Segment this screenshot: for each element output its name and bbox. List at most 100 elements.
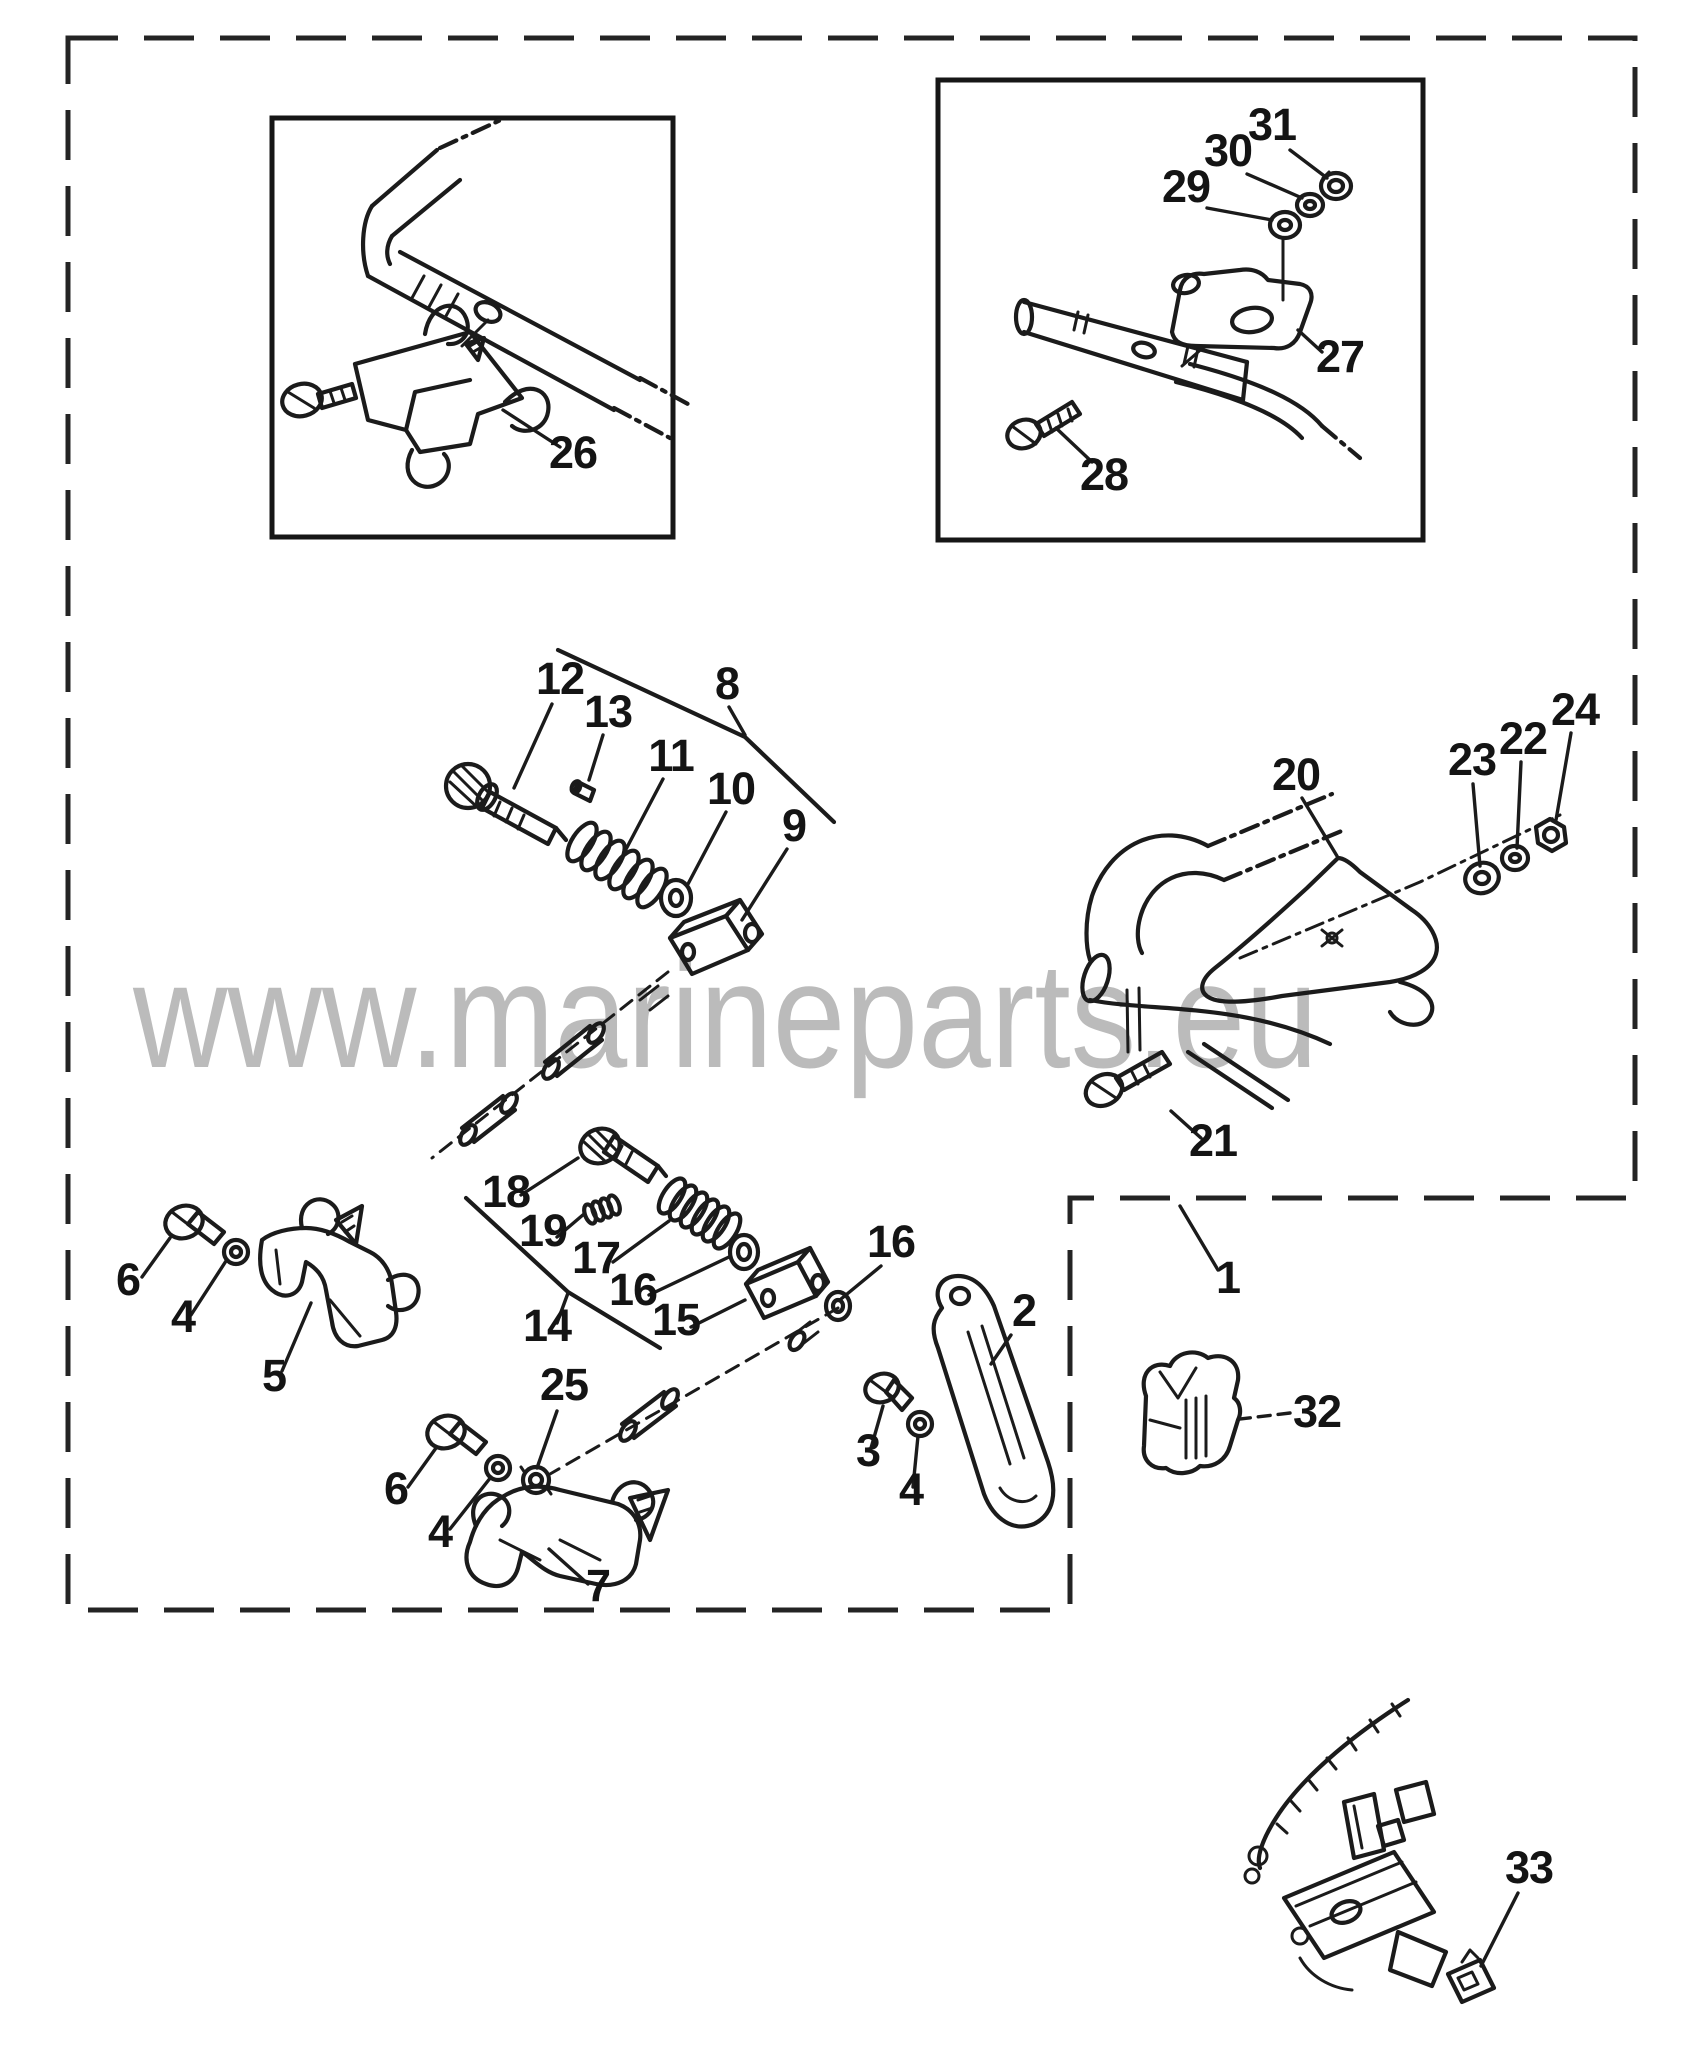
leader-6a [140, 1236, 172, 1279]
upper-linkage-group [430, 647, 837, 1160]
clamp-32-drawing [1141, 1350, 1243, 1476]
leader-8 [727, 705, 747, 737]
part-label-23: 23 [1448, 734, 1496, 785]
remote-control-assembly [1243, 1697, 1497, 2005]
bracket-7-drawing [464, 1480, 671, 1589]
leader-28 [1054, 426, 1094, 464]
leader-32 [1230, 1411, 1292, 1422]
bracket-27-drawing [1169, 238, 1314, 368]
left-bracket-group [163, 1197, 671, 1589]
tube-drawing-main [1080, 791, 1347, 1111]
leader-16b [839, 1264, 883, 1301]
clamp-26-drawing [280, 303, 551, 489]
leader-lines [140, 148, 1573, 1968]
swivel-bar-drawing [1013, 297, 1363, 461]
washer-4c-drawing [905, 1409, 935, 1439]
bracket-line-8 [555, 647, 837, 825]
leader-6b [406, 1446, 438, 1489]
inset-frame-2 [935, 77, 1426, 543]
bracket-5-drawing [258, 1197, 421, 1349]
leader-21 [1169, 1109, 1203, 1140]
part-label-10: 10 [707, 763, 755, 814]
part-label-21: 21 [1189, 1115, 1237, 1166]
leader-3 [869, 1404, 885, 1450]
part-label-3: 3 [856, 1425, 880, 1476]
part-label-20: 20 [1272, 749, 1320, 800]
bolt-6b-drawing [425, 1413, 489, 1457]
part-label-18: 18 [482, 1166, 530, 1217]
inset-box-bracket-27 [935, 77, 1426, 543]
part-label-16-b: 16 [867, 1216, 915, 1267]
part-label-25: 25 [540, 1359, 588, 1410]
spring-19-drawing [582, 1193, 622, 1226]
part-label-27: 27 [1316, 331, 1364, 382]
washer-10-drawing [658, 877, 694, 919]
leader-25 [535, 1409, 559, 1470]
part-label-6-b: 6 [384, 1463, 408, 1514]
leader-9 [740, 847, 789, 922]
part-label-9: 9 [782, 800, 806, 851]
spring-11-drawing [565, 820, 669, 910]
dashed-assembly-boundary [65, 35, 1638, 1613]
part-label-4-a: 4 [171, 1291, 196, 1342]
part-label-8: 8 [715, 658, 739, 709]
leader-15 [689, 1298, 747, 1329]
leader-18 [519, 1156, 580, 1197]
part-label-30: 30 [1204, 125, 1252, 176]
part-label-4-c: 4 [899, 1464, 924, 1515]
part-label-32: 32 [1293, 1386, 1341, 1437]
leader-16a [647, 1255, 731, 1297]
leader-22 [1515, 760, 1523, 850]
leader-4a [189, 1259, 228, 1317]
part-label-6-a: 6 [116, 1254, 140, 1305]
leader-12 [512, 702, 554, 790]
leader-26 [501, 408, 562, 449]
bolt-12-drawing [443, 761, 569, 847]
leader-17 [611, 1219, 671, 1264]
leader-19 [555, 1212, 586, 1239]
lower-link-rod-drawing [548, 1306, 840, 1476]
leader-23 [1471, 782, 1482, 868]
part-label-28: 28 [1080, 449, 1128, 500]
leader-14 [555, 1291, 570, 1325]
lower-linkage-group [463, 1126, 853, 1476]
leader-5 [280, 1301, 313, 1373]
part-label-13: 13 [584, 686, 632, 737]
bolt-28-drawing [1005, 399, 1083, 451]
part-label-31: 31 [1248, 99, 1296, 150]
bolt-21-drawing [1083, 1049, 1173, 1109]
part-label-2: 2 [1012, 1285, 1036, 1336]
part-label-14: 14 [523, 1300, 572, 1351]
part-label-19: 19 [519, 1205, 567, 1256]
part-label-4-b: 4 [428, 1506, 453, 1557]
part-number-labels: 26 31 30 29 27 28 12 13 8 11 10 9 20 23 … [116, 99, 1601, 1893]
part-label-33: 33 [1505, 1842, 1553, 1893]
leader-10 [686, 810, 728, 886]
lever-2-group [863, 1273, 1056, 1529]
leader-7 [547, 1547, 590, 1586]
locknut-25-drawing [519, 1464, 553, 1496]
control-housing-drawing [1281, 1779, 1449, 1992]
leader-11 [622, 777, 665, 855]
washer-4a-drawing [221, 1237, 251, 1267]
leader-13 [587, 733, 605, 782]
part-label-15: 15 [652, 1294, 700, 1345]
leader-4b [448, 1475, 493, 1531]
part-label-29: 29 [1162, 161, 1210, 212]
leader-31 [1288, 148, 1329, 180]
clip-33-drawing [1445, 1948, 1497, 2005]
part-label-5: 5 [262, 1350, 286, 1401]
inset-frame-1 [269, 115, 676, 540]
part-label-7: 7 [586, 1560, 610, 1611]
leader-33 [1479, 1891, 1520, 1968]
cam-20-drawing [1200, 813, 1562, 1027]
leader-24 [1554, 731, 1573, 822]
pin-13-drawing [569, 779, 597, 804]
washer-4b-drawing [483, 1453, 513, 1483]
leader-29 [1205, 206, 1274, 222]
washer-16a-drawing [727, 1232, 761, 1272]
part-label-1: 1 [1216, 1252, 1240, 1303]
part-label-12: 12 [536, 653, 584, 704]
inset-box-clamp-26 [269, 115, 691, 540]
